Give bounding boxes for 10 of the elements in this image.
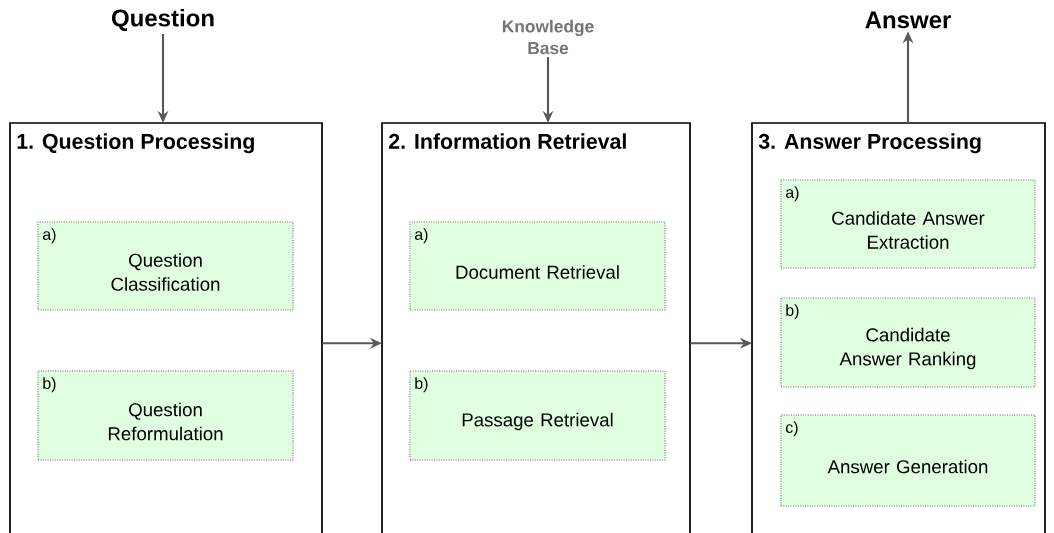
step-box: b) Question Reformulation	[37, 370, 294, 461]
step-box: a) Question Classification	[37, 221, 294, 311]
title-text: Question	[112, 8, 214, 32]
step-box: b) Passage Retrieval	[409, 370, 666, 461]
step-box: b) Candidate Answer Ranking	[780, 297, 1036, 388]
step-box: c) Answer Generation	[780, 414, 1036, 507]
step-box: a) Document Retrieval	[409, 221, 666, 311]
title-text: Knowledge Base	[502, 19, 594, 55]
step-box: a) Candidate Answer Extraction	[780, 179, 1036, 269]
title-text: Answer	[865, 11, 951, 29]
